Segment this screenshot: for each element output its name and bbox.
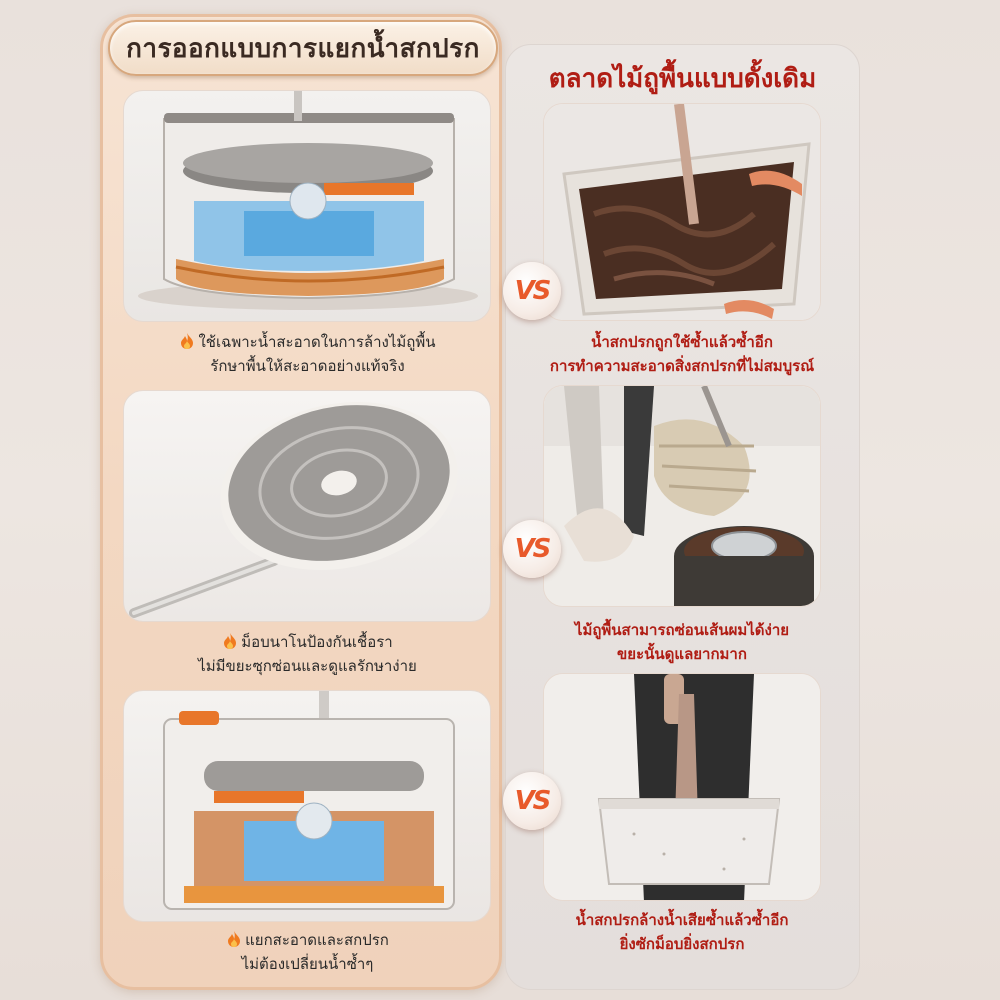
left-caption-2: ม็อบนาโนป้องกันเชื้อรา ไม่มีขยะซุกซ่อนแล… — [130, 630, 485, 678]
left-caption-1-text-1: ใช้เฉพาะน้ำสะอาดในการล้างไม้ถูพื้น — [198, 333, 436, 351]
left-caption-3-text-1: แยกสะอาดและสกปรก — [245, 931, 389, 949]
flame-icon — [181, 333, 194, 349]
left-caption-1: ใช้เฉพาะน้ำสะอาดในการล้างไม้ถูพื้น รักษา… — [130, 330, 485, 378]
right-caption-1-line-2: การทำความสะอาดสิ่งสกปรกที่ไม่สมบูรณ์ — [549, 357, 815, 375]
right-caption-2-line-2: ขยะนั้นดูแลยากมาก — [617, 645, 747, 663]
right-caption-2-line-1: ไม้ถูพื้นสามารถซ่อนเส้นผมได้ง่าย — [574, 621, 790, 639]
left-caption-1-line-1: ใช้เฉพาะน้ำสะอาดในการล้างไม้ถูพื้น — [130, 330, 485, 354]
right-panel-title: ตลาดไม้ถูพื้นแบบดั้งเดิม — [548, 63, 817, 94]
right-caption-3-line-2: ยิ่งซักม็อบยิ่งสกปรก — [619, 935, 745, 953]
left-caption-3: แยกสะอาดและสกปรก ไม่ต้องเปลี่ยนน้ำซ้ำๆ — [130, 928, 485, 976]
left-caption-2-text-1: ม็อบนาโนป้องกันเชื้อรา — [241, 633, 393, 651]
left-image-1-bucket-section — [123, 90, 491, 322]
flame-icon — [228, 931, 241, 947]
left-caption-2-line-2: ไม่มีขยะซุกซ่อนและดูแลรักษาง่าย — [198, 657, 417, 675]
left-caption-3-line-1: แยกสะอาดและสกปรก — [130, 928, 485, 952]
flame-icon — [224, 633, 237, 649]
right-caption-1: น้ำสกปรกถูกใช้ซ้ำแล้วซ้ำอีก การทำความสะอ… — [512, 330, 852, 378]
vs-badge-2: VS — [503, 520, 561, 578]
left-caption-1-line-2: รักษาพื้นให้สะอาดอย่างแท้จริง — [210, 357, 405, 375]
right-image-1-dirty-bucket — [543, 103, 821, 321]
right-caption-1-line-1: น้ำสกปรกถูกใช้ซ้ำแล้วซ้ำอีก — [591, 333, 773, 351]
left-caption-2-line-1: ม็อบนาโนป้องกันเชื้อรา — [130, 630, 485, 654]
left-image-2-mop-pad — [123, 390, 491, 622]
right-caption-3: น้ำสกปรกล้างน้ำเสียซ้ำแล้วซ้ำอีก ยิ่งซัก… — [512, 908, 852, 956]
left-image-3-separated-bucket — [123, 690, 491, 922]
left-caption-3-line-2: ไม่ต้องเปลี่ยนน้ำซ้ำๆ — [241, 955, 374, 973]
vs-badge-1: VS — [503, 262, 561, 320]
right-image-3-carry-bucket — [543, 673, 821, 901]
left-panel-title: การออกแบบการแยกน้ำสกปรก — [108, 20, 498, 76]
vs-badge-3: VS — [503, 772, 561, 830]
right-image-2-string-mop — [543, 385, 821, 607]
right-caption-2: ไม้ถูพื้นสามารถซ่อนเส้นผมได้ง่าย ขยะนั้น… — [512, 618, 852, 666]
right-caption-3-line-1: น้ำสกปรกล้างน้ำเสียซ้ำแล้วซ้ำอีก — [575, 911, 789, 929]
